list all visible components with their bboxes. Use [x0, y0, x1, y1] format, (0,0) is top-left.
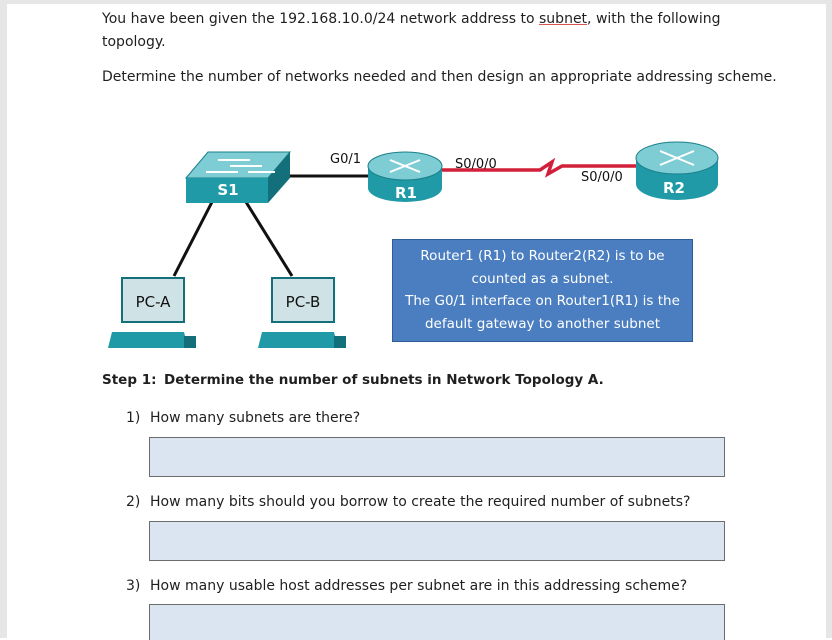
intro-line-1: You have been given the 192.168.10.0/24 …: [102, 8, 720, 30]
intro-instruction: Determine the number of networks needed …: [102, 69, 777, 85]
cable-s1-pcb: [244, 201, 294, 277]
step-title: Determine the number of subnets in Netwo…: [164, 372, 604, 388]
question-2-text: How many bits should you borrow to creat…: [150, 494, 691, 510]
answer-box-3[interactable]: [149, 604, 725, 640]
cable-s1-pca: [172, 201, 214, 277]
serial-link-r1-r2: [440, 157, 640, 178]
interface-g01-label: G0/1: [330, 152, 361, 167]
question-3-text: How many usable host addresses per subne…: [150, 578, 688, 594]
question-3-number: 3): [126, 578, 141, 594]
question-1: 1) How many subnets are there?: [126, 410, 360, 426]
router-r2-label: R2: [663, 179, 685, 197]
note-line-2: counted as a subnet.: [471, 270, 614, 287]
switch-s1-label: S1: [217, 181, 238, 199]
intro-text-end: , with the following: [587, 11, 721, 27]
note-line-4: default gateway to another subnet: [424, 315, 661, 332]
pc-b-label: PC-B: [286, 293, 321, 311]
page-margin-left: [0, 0, 7, 638]
question-3: 3) How many usable host addresses per sub…: [126, 578, 687, 594]
answer-box-2[interactable]: [149, 521, 725, 561]
intro-text: You have been given the 192.168.10.0/24 …: [102, 11, 540, 27]
page-margin-right: [826, 0, 832, 638]
pc-a-icon[interactable]: [108, 277, 196, 348]
topology-note-box: Router1 (R1) to Router2(R2) is to be cou…: [392, 239, 693, 342]
interface-r2-s000-label: S0/0/0: [581, 170, 623, 185]
router-r2-icon[interactable]: [635, 141, 719, 200]
question-1-number: 1): [126, 410, 141, 426]
question-1-text: How many subnets are there?: [150, 410, 361, 426]
switch-s1-icon[interactable]: [184, 151, 292, 203]
question-2: 2) How many bits should you borrow to cre…: [126, 494, 690, 510]
intro-line-2: topology.: [102, 34, 166, 50]
network-topology-diagram: S1 R1 R2 PC-A PC-B G0/1 S0/0/0 S0/0/0: [108, 141, 719, 348]
pc-b-icon[interactable]: [258, 277, 346, 348]
step-heading: Step 1: Determine the number of subnets i…: [102, 372, 604, 388]
step-number: Step 1:: [102, 372, 157, 388]
spellcheck-word-subnet[interactable]: subnet: [539, 11, 588, 27]
interface-r1-s000-label: S0/0/0: [455, 157, 497, 172]
page-margin-top: [0, 0, 832, 4]
answer-box-1[interactable]: [149, 437, 725, 477]
router-r1-icon[interactable]: [367, 151, 443, 202]
note-line-3: The G0/1 interface on Router1(R1) is the: [405, 293, 680, 309]
question-2-number: 2): [126, 494, 141, 510]
pc-a-label: PC-A: [136, 293, 172, 311]
router-r1-label: R1: [395, 184, 417, 202]
note-line-1: Router1 (R1) to Router2(R2) is to be: [420, 248, 665, 264]
